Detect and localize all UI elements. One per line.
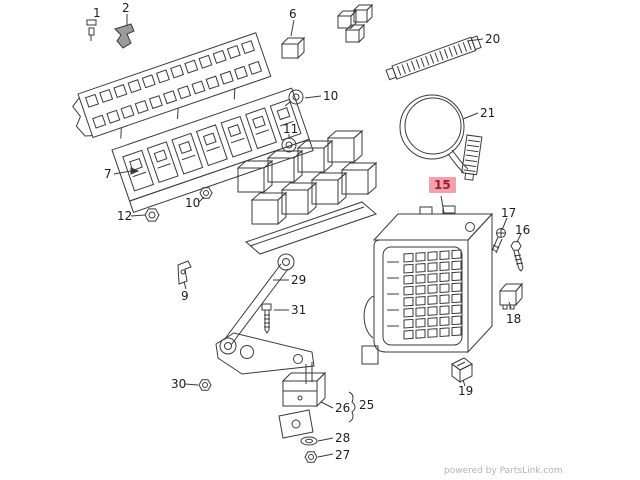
leader-lines (113, 14, 522, 458)
part-27-nut-drawing (304, 451, 318, 463)
callout-21[interactable]: 21 (480, 106, 496, 120)
callout-31[interactable]: 31 (291, 303, 307, 317)
relay-cluster-drawing (336, 3, 374, 44)
callout-10a[interactable]: 10 (323, 89, 339, 103)
callout-26[interactable]: 26 (335, 401, 351, 415)
part-21-cable-drawing (399, 94, 483, 181)
part-16-bolt-drawing (510, 241, 524, 272)
callout-27[interactable]: 27 (335, 448, 351, 462)
part-19-clip-drawing (451, 357, 473, 383)
relay-bank-drawing (236, 129, 378, 255)
callout-6[interactable]: 6 (289, 7, 297, 21)
part-2-bracket-drawing (114, 23, 135, 49)
part-6-relay-drawing (280, 36, 306, 60)
callout-9[interactable]: 9 (181, 289, 189, 303)
part-7-socket-plate-drawing (111, 87, 314, 214)
callout-11[interactable]: 11 (283, 122, 299, 136)
callout-2[interactable]: 2 (122, 1, 130, 15)
part-26-control-unit-drawing (278, 371, 327, 439)
callout-30[interactable]: 30 (171, 377, 187, 391)
callout-10b[interactable]: 10 (185, 196, 201, 210)
part-28-washer-drawing (300, 436, 318, 446)
callout-16[interactable]: 16 (515, 223, 531, 237)
callout-19[interactable]: 19 (458, 384, 474, 398)
part-1-clip-drawing (86, 19, 97, 41)
part-18-relay-drawing (498, 282, 524, 310)
callout-15-highlighted[interactable]: 15 (429, 177, 456, 193)
part-20-cable-guide-drawing (385, 35, 482, 81)
part-15-fuse-box-drawing (361, 205, 494, 365)
callout-20[interactable]: 20 (485, 32, 501, 46)
part-17-screw-drawing (491, 228, 506, 254)
part-10-grommet-drawing (284, 89, 304, 107)
callout-25[interactable]: 25 (359, 398, 375, 412)
callout-12[interactable]: 12 (117, 209, 133, 223)
part-9-bracket-drawing (177, 260, 192, 285)
callout-29[interactable]: 29 (291, 273, 307, 287)
brace-25 (348, 391, 356, 423)
watermark: powered by PartsLink.com (444, 466, 563, 476)
part-7-upper-strip-drawing (72, 32, 272, 139)
part-30-nut-drawing (198, 379, 212, 391)
part-31-bolt-drawing (261, 303, 272, 334)
callout-7[interactable]: 7 (104, 167, 112, 181)
callout-17[interactable]: 17 (501, 206, 517, 220)
part-29-support-arm-drawing (215, 253, 315, 384)
callout-1[interactable]: 1 (93, 6, 101, 20)
callout-28[interactable]: 28 (335, 431, 351, 445)
part-12-nut-drawing (144, 208, 160, 222)
callout-18[interactable]: 18 (506, 312, 522, 326)
part-10-nut-drawing (199, 187, 213, 199)
